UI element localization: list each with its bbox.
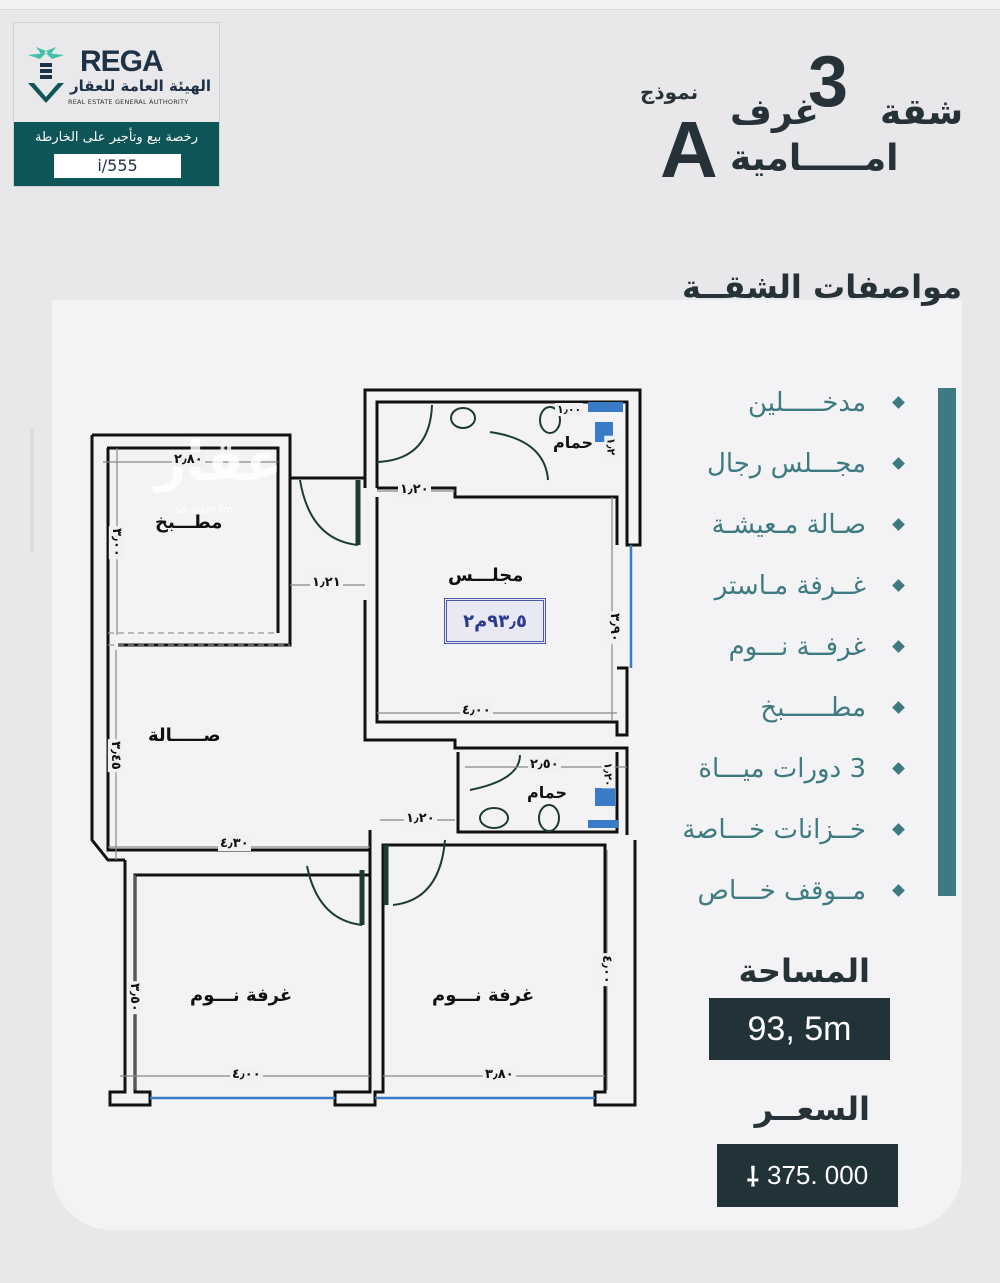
room-label-bath-top: حمام [553, 433, 593, 452]
dim-bath-top-width: ١٫٠٠ [555, 403, 584, 416]
rega-license-badge: REGA الهيئة العامة للعقار REAL ESTATE GE… [13, 22, 220, 187]
specs-title: مواصفات الشقــة [682, 268, 962, 306]
title-model-label: نموذج [640, 80, 699, 104]
rega-authority-en: REAL ESTATE GENERAL AUTHORITY [68, 98, 189, 106]
dim-hall-width: ٤٫٣٠ [218, 836, 251, 851]
total-area-stamp: ٩٣٫٥م٢ [444, 598, 546, 644]
list-item: خــزانات خـــاصة [665, 799, 905, 860]
room-label-hall: صـــــالة [148, 725, 221, 746]
price-value-box: ⸸ 375. 000 [717, 1144, 898, 1207]
riyal-currency-icon: ⸸ [746, 1161, 759, 1192]
list-item: مجـــلس رجال [665, 433, 905, 494]
dim-majlis-width: ٤٫٠٠ [460, 703, 493, 718]
list-item: مــوقف خـــاص [665, 860, 905, 921]
list-item: صـالة مـعيشـة [665, 494, 905, 555]
dim-kitchen-width: ٢٫٨٠ [172, 452, 205, 467]
dim-entry-mid-width: ١٫٢٠ [404, 811, 437, 826]
list-item: غــرفة مـاستر [665, 555, 905, 616]
dim-bed-left-width: ٤٫٠٠ [230, 1067, 263, 1082]
dim-bed-right-width: ٣٫٨٠ [483, 1067, 516, 1082]
title-rooms: غرف [730, 92, 819, 133]
dim-kitchen-height: ٣٫٠٠ [108, 526, 124, 559]
room-label-majlis: مجلـــس [448, 565, 524, 586]
list-item: 3 دورات ميـــاة [665, 738, 905, 799]
room-label-kitchen: مطـــبخ [155, 512, 223, 533]
room-label-bath-mid: حمام [527, 783, 567, 802]
rega-brand: REGA [80, 45, 164, 78]
dim-corridor-width: ١٫٢١ [310, 575, 343, 590]
title-position: امـــــامية [730, 138, 899, 179]
scroll-indicator [30, 428, 34, 553]
area-value: 93, 5m [709, 998, 890, 1060]
title-rooms-count: 3 [808, 42, 849, 122]
title-model: A [660, 105, 718, 194]
rega-authority-ar: الهيئة العامة للعقار [69, 77, 211, 95]
area-label: المساحة [738, 952, 870, 990]
dim-bed-left-height: ٣٫٥٠ [126, 981, 142, 1014]
room-label-bedroom-left: غرفة نـــوم [190, 985, 293, 1006]
price-value: 375. 000 [766, 1160, 869, 1190]
rega-logo-icon [28, 47, 64, 103]
dim-bed-right-height: ٤٫٠٠ [598, 953, 614, 986]
list-item: غرفــة نـــوم [665, 616, 905, 677]
list-item: مطــــــبخ [665, 677, 905, 738]
top-strip [0, 0, 1000, 10]
dim-bath-mid-height: ١٫٢٠ [601, 760, 615, 789]
features-accent-bar [938, 388, 956, 896]
dim-majlis-height: ٣٫٩٠ [606, 611, 622, 644]
dim-bath-mid-width: ٢٫٥٠ [528, 757, 561, 772]
dim-bath-top-height: ١٫٢ [604, 435, 618, 458]
license-label: رخصة بيع وتأجير على الخارطة [35, 130, 198, 145]
license-band: رخصة بيع وتأجير على الخارطة i/555 [14, 122, 219, 186]
features-list: مدخـــــلين مجـــلس رجال صـالة مـعيشـة غ… [665, 372, 905, 921]
title-apartment: شقة [880, 92, 964, 133]
dim-entry-top-width: ١٫٢٠ [398, 482, 431, 497]
license-number: i/555 [54, 154, 181, 178]
dim-hall-height: ٣٫٤٥ [107, 739, 123, 772]
room-label-bedroom-right: غرفة نـــوم [432, 985, 535, 1006]
aqar-watermark-url: sa.aqar.fm [175, 503, 234, 516]
price-label: السعــر [754, 1090, 870, 1128]
list-item: مدخـــــلين [665, 372, 905, 433]
